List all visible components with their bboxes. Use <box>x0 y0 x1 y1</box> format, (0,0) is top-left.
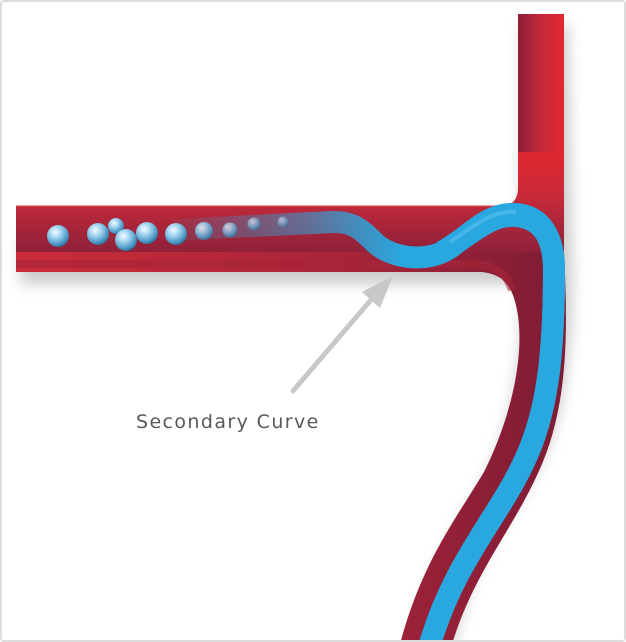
annotation-arrow <box>293 276 393 391</box>
bubble <box>115 229 137 251</box>
bubble <box>278 217 289 228</box>
bubble <box>223 223 238 238</box>
bubble <box>136 222 158 244</box>
bubble <box>195 222 213 240</box>
bubble <box>47 225 69 247</box>
bubble <box>87 223 109 245</box>
bubble <box>165 223 187 245</box>
annotation-label: Secondary Curve <box>136 411 320 433</box>
bubble <box>248 218 261 231</box>
lower-vessel <box>16 252 566 642</box>
